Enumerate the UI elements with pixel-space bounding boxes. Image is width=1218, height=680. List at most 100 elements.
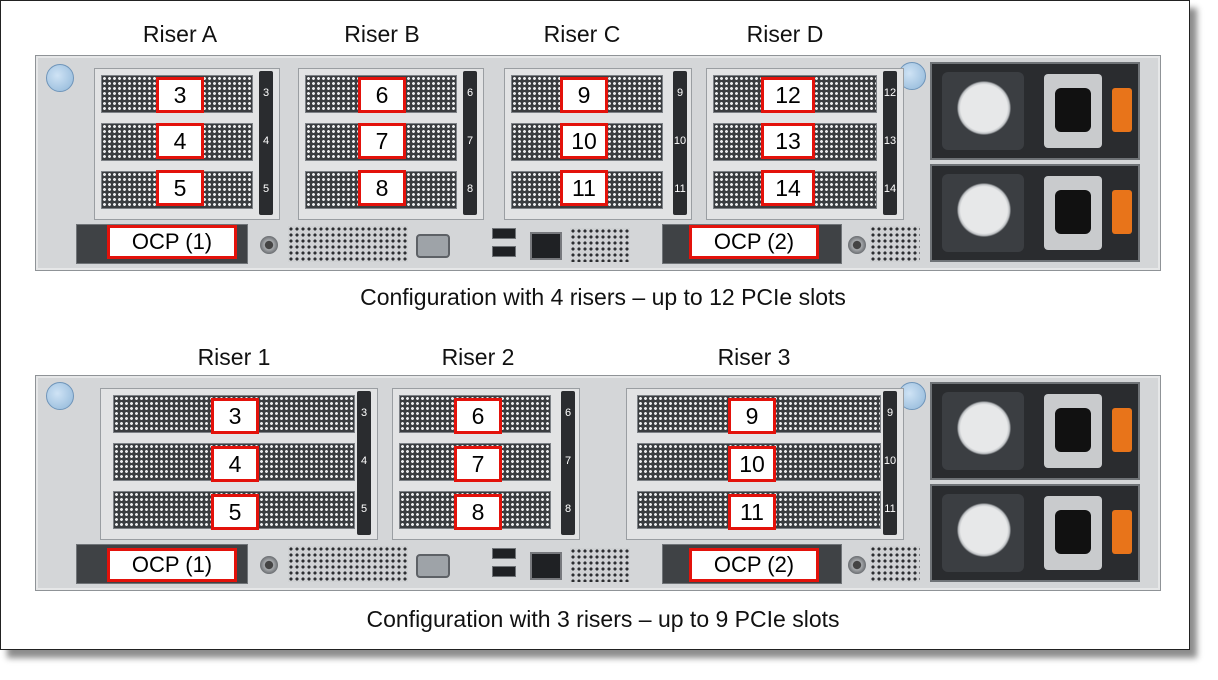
riser-bracket [463,71,477,215]
riser-bracket [561,391,575,535]
slot-label: 3 [211,398,259,434]
vent-grille [288,546,408,582]
riser-c-label: Riser C [543,21,621,47]
bracket-number: 4 [360,455,368,467]
bracket-number: 5 [360,503,368,515]
riser-a-label: Riser A [142,21,218,47]
slot-label: 4 [156,123,204,159]
power-socket [1044,74,1102,148]
bracket-number: 14 [883,183,897,195]
bracket-number: 4 [262,135,270,147]
power-supply [930,382,1140,480]
fan-icon [954,500,1014,560]
power-socket [1044,394,1102,468]
bracket-number: 9 [886,407,894,419]
psu-release-handle [1112,408,1132,452]
bracket-number: 11 [674,183,686,195]
slot-label: 7 [454,446,502,482]
slot-label: 4 [211,446,259,482]
vent-grille [570,228,630,262]
ethernet-port-icon [530,232,562,260]
bracket-number: 5 [262,183,270,195]
top-caption: Configuration with 4 risers – up to 12 P… [360,284,846,310]
slot-label: 10 [560,123,608,159]
riser-b-label: Riser B [344,21,420,47]
riser-3-label: Riser 3 [717,344,791,370]
ethernet-port-icon [530,552,562,580]
screw-icon [260,236,278,254]
slot-label: 7 [358,123,406,159]
thumbscrew-icon [46,64,74,92]
power-socket-icon [1055,190,1091,234]
power-supply [930,164,1140,262]
slot-label: 12 [761,77,815,113]
riser-bracket [259,71,273,215]
bracket-number: 10 [673,135,687,147]
vga-port-icon [416,234,450,258]
riser-bracket [673,71,687,215]
bracket-number: 7 [564,455,572,467]
slot-label: 14 [761,170,815,206]
ocp-2-label: OCP (2) [689,548,819,582]
riser-d-label: Riser D [746,21,824,47]
slot-label: 10 [728,446,776,482]
slot-label: 9 [560,77,608,113]
bracket-number: 13 [883,135,897,147]
usb-port-icon [492,566,516,577]
ocp-1-label: OCP (1) [107,225,237,259]
slot-label: 5 [156,170,204,206]
screw-icon [848,236,866,254]
psu-release-handle [1112,190,1132,234]
slot-label: 3 [156,77,204,113]
usb-port-icon [492,548,516,559]
screw-icon [260,556,278,574]
power-supply [930,62,1140,160]
bottom-caption: Configuration with 3 risers – up to 9 PC… [366,606,840,632]
slot-label: 13 [761,123,815,159]
power-supply [930,484,1140,582]
slot-label: 9 [728,398,776,434]
bracket-number: 3 [360,407,368,419]
figure-frame: Riser A Riser B Riser C Riser D 3 4 5 6 … [0,0,1190,650]
riser-bracket [883,71,897,215]
bracket-number: 10 [883,455,897,467]
usb-port-icon [492,246,516,257]
riser-bracket [883,391,897,535]
thumbscrew-icon [46,382,74,410]
power-socket-icon [1055,88,1091,132]
bracket-number: 8 [564,503,572,515]
psu-release-handle [1112,510,1132,554]
bracket-number: 12 [883,87,897,99]
vent-grille [570,548,630,582]
fan-icon [954,398,1014,458]
slot-label: 11 [728,494,776,530]
slot-label: 8 [358,170,406,206]
vent-grille [870,226,920,262]
slot-label: 6 [358,77,406,113]
power-socket-icon [1055,408,1091,452]
power-socket-icon [1055,510,1091,554]
fan-icon [954,180,1014,240]
riser-1-label: Riser 1 [197,344,271,370]
fan-icon [954,78,1014,138]
vga-port-icon [416,554,450,578]
power-socket [1044,496,1102,570]
riser-bracket [357,391,371,535]
slot-label: 6 [454,398,502,434]
slot-label: 11 [560,170,608,206]
screw-icon [848,556,866,574]
ocp-2-label: OCP (2) [689,225,819,259]
power-socket [1044,176,1102,250]
bracket-number: 6 [564,407,572,419]
bracket-number: 7 [466,135,474,147]
bracket-number: 9 [676,87,684,99]
bracket-number: 6 [466,87,474,99]
riser-2-label: Riser 2 [441,344,515,370]
psu-release-handle [1112,88,1132,132]
bracket-number: 3 [262,87,270,99]
vent-grille [288,226,408,262]
bracket-number: 8 [466,183,474,195]
bracket-number: 11 [884,503,896,515]
slot-label: 5 [211,494,259,530]
ocp-1-label: OCP (1) [107,548,237,582]
